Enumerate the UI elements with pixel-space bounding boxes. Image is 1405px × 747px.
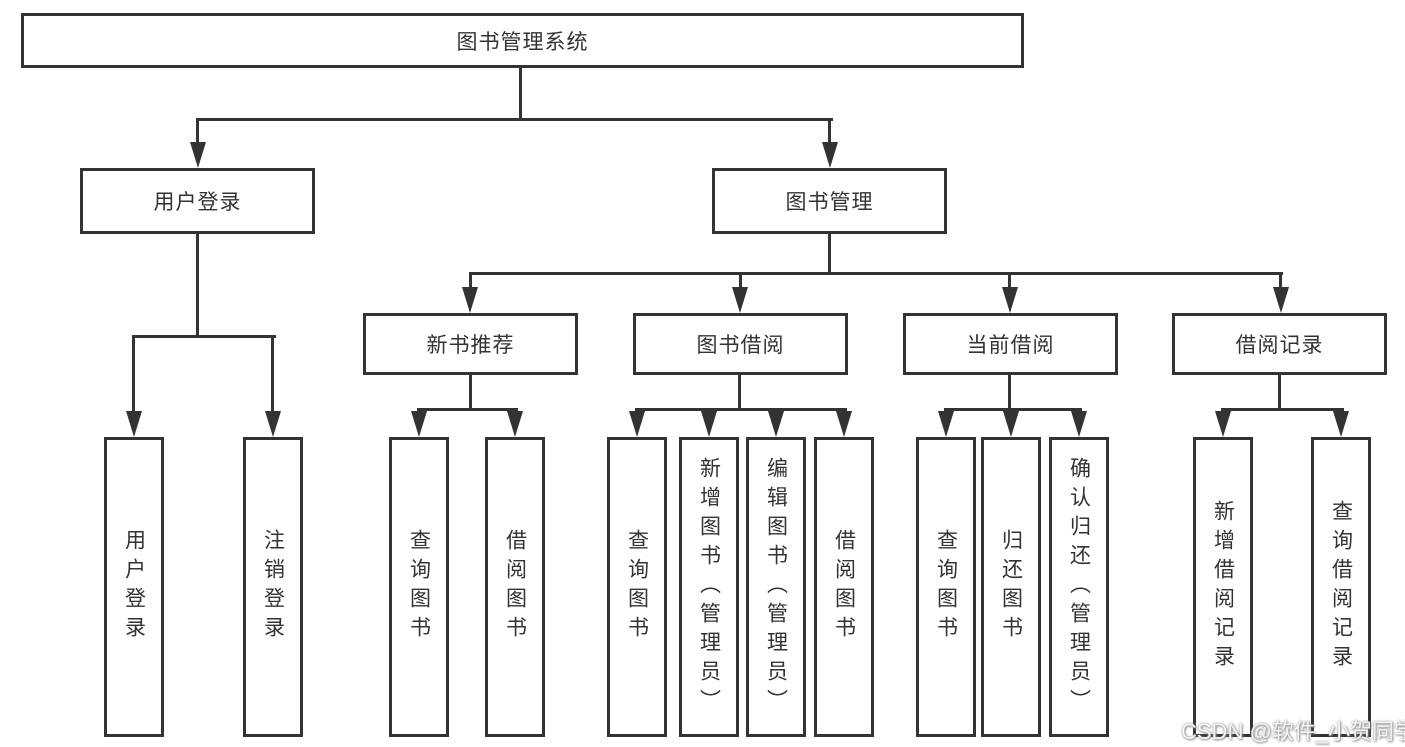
leaf-borrow-books-recommend: 借阅图书: [485, 437, 545, 737]
connector-line: [469, 272, 1283, 275]
connector-line: [738, 373, 741, 411]
connector-line: [469, 272, 472, 290]
node-library-management-system: 图书管理系统: [21, 13, 1024, 68]
connector-line: [945, 408, 1082, 411]
connector-arrow-down: [629, 411, 645, 437]
connector-arrow-down: [1003, 411, 1019, 437]
connector-arrow-down: [411, 411, 427, 437]
connector-arrow-down: [1215, 411, 1231, 437]
leaf-query-books-borrowing: 查询图书: [607, 437, 667, 737]
connector-arrow-down: [1333, 411, 1349, 437]
connector-arrow-down: [462, 287, 478, 313]
connector-arrow-down: [1071, 411, 1087, 437]
connector-line: [1008, 373, 1011, 411]
connector-line: [418, 408, 518, 411]
node-book-management: 图书管理: [712, 168, 947, 234]
connector-line: [828, 232, 831, 275]
connector-line: [196, 232, 199, 338]
node-current-borrowing: 当前借阅: [903, 313, 1118, 375]
connector-arrow-down: [822, 142, 838, 168]
leaf-logout: 注销登录: [243, 437, 303, 737]
leaf-query-books-recommend: 查询图书: [389, 437, 449, 737]
leaf-return-books: 归还图书: [981, 437, 1041, 737]
connector-arrow-down: [732, 287, 748, 313]
connector-line: [519, 66, 522, 118]
connector-line: [1222, 408, 1344, 411]
connector-line: [1278, 373, 1281, 411]
connector-line: [739, 272, 742, 290]
connector-line: [132, 335, 135, 413]
connector-line: [469, 373, 472, 411]
connector-line: [271, 335, 274, 413]
connector-arrow-down: [701, 411, 717, 437]
node-user-login: 用户登录: [80, 168, 315, 234]
watermark-text: CSDN @软件_小贺同学: [1181, 719, 1405, 744]
connector-arrow-down: [938, 411, 954, 437]
node-borrowing-records: 借阅记录: [1172, 313, 1387, 375]
node-new-book-recommend: 新书推荐: [363, 313, 578, 375]
leaf-add-borrow-record: 新增借阅记录: [1193, 437, 1253, 737]
leaf-confirm-return-admin: 确认归还（管理员）: [1049, 437, 1109, 737]
connector-arrow-down: [1273, 287, 1289, 313]
leaf-user-login: 用户登录: [104, 437, 164, 737]
leaf-query-borrow-record: 查询借阅记录: [1311, 437, 1371, 737]
connector-arrow-down: [190, 142, 206, 168]
connector-line: [1008, 272, 1011, 290]
connector-arrow-down: [507, 411, 523, 437]
connector-line: [1279, 272, 1282, 290]
connector-arrow-down: [265, 411, 281, 437]
leaf-add-book-admin: 新增图书（管理员）: [679, 437, 739, 737]
connector-line: [636, 408, 847, 411]
connector-arrow-down: [126, 411, 142, 437]
connector-line: [828, 118, 831, 146]
leaf-borrow-books-borrowing: 借阅图书: [814, 437, 874, 737]
leaf-query-books-current: 查询图书: [916, 437, 976, 737]
connector-arrow-down: [768, 411, 784, 437]
connector-line: [196, 118, 199, 146]
connector-arrow-down: [1002, 287, 1018, 313]
connector-line: [133, 335, 276, 338]
connector-arrow-down: [836, 411, 852, 437]
connector-line: [197, 118, 833, 121]
node-book-borrowing: 图书借阅: [633, 313, 848, 375]
leaf-edit-book-admin: 编辑图书（管理员）: [746, 437, 806, 737]
